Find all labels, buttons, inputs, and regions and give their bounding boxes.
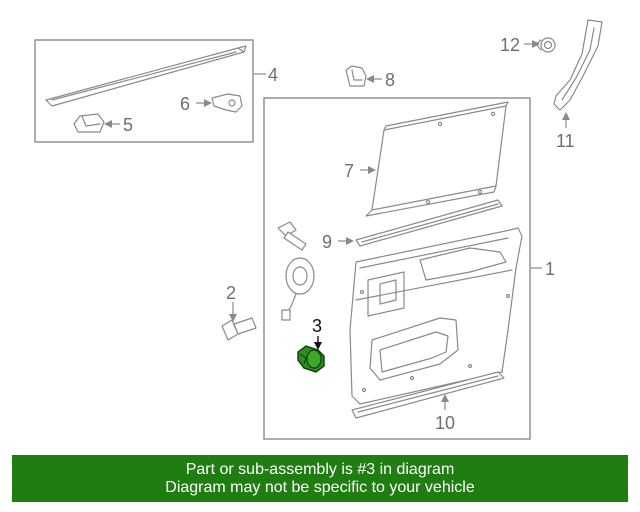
part-5-clip <box>73 113 105 133</box>
banner-line-1: Part or sub-assembly is #3 in diagram <box>185 461 455 478</box>
callout-6: 6 <box>180 94 190 114</box>
part-10-molding <box>351 371 505 419</box>
assembly-box-1 <box>263 97 531 440</box>
callout-5: 5 <box>123 115 133 135</box>
callout-10: 10 <box>435 413 455 433</box>
callout-1: 1 <box>545 259 555 279</box>
callout-8: 8 <box>385 70 395 90</box>
part-6-clip <box>211 93 243 113</box>
callout-12: 12 <box>500 35 520 55</box>
callout-4: 4 <box>268 65 278 85</box>
part-speaker <box>281 257 315 321</box>
banner-line-2: Diagram may not be specific to your vehi… <box>165 479 475 496</box>
callout-7: 7 <box>344 161 354 181</box>
part-bolt <box>277 221 307 251</box>
part-9-molding <box>355 199 503 247</box>
part-12-grommet <box>535 37 556 53</box>
part-1-door-panel <box>349 227 523 405</box>
part-4-weatherstrip <box>45 45 247 107</box>
part-11-garnish <box>553 19 603 111</box>
part-3-fastener-highlighted <box>297 345 325 373</box>
part-7-sunshade <box>365 101 509 217</box>
assembly-box-4 <box>34 39 254 143</box>
part-2-bolt <box>221 317 257 341</box>
callout-9: 9 <box>322 232 332 252</box>
callout-3: 3 <box>312 316 322 336</box>
info-banner: Part or sub-assembly is #3 in diagram Di… <box>12 455 628 502</box>
part-8-bracket <box>345 65 367 87</box>
callout-11: 11 <box>556 131 575 151</box>
callout-2: 2 <box>226 283 236 303</box>
